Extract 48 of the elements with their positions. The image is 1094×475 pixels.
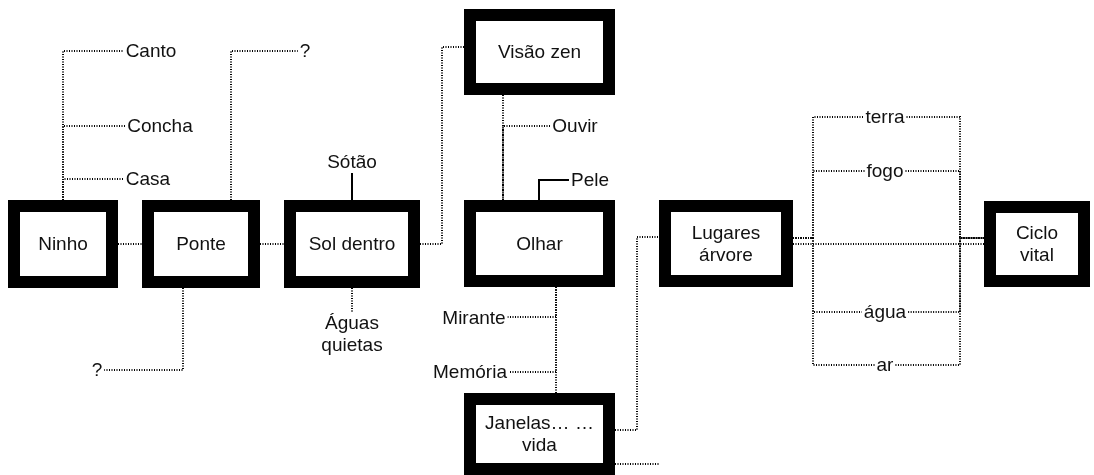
connector-line	[555, 286, 557, 394]
connector-line	[614, 236, 660, 431]
connector-line	[62, 178, 125, 201]
process-box	[142, 200, 260, 288]
node-label: Pele	[569, 169, 611, 191]
node-label: ?	[297, 40, 313, 62]
process-box	[984, 201, 1090, 287]
node-label: água	[861, 301, 909, 323]
connector-line	[117, 243, 143, 245]
process-box	[464, 200, 615, 287]
connector-line	[614, 463, 661, 465]
node-label: Concha	[125, 115, 195, 137]
box-label: Ninho	[37, 233, 89, 255]
node-label: Canto	[123, 40, 179, 62]
box-label: Sol dentro	[307, 233, 397, 255]
connector-line	[792, 243, 985, 245]
connector-line	[351, 287, 353, 313]
process-box	[464, 393, 615, 475]
box-label: Ciclo vital	[1014, 222, 1060, 266]
connector-line	[103, 287, 184, 371]
process-box	[659, 200, 793, 287]
process-box	[8, 200, 118, 288]
connector-line	[502, 94, 504, 201]
connector-line	[259, 243, 285, 245]
node-label: Sótão	[325, 151, 379, 173]
node-label: ar	[874, 354, 896, 376]
node-label: Casa	[123, 168, 173, 190]
box-label: Olhar	[515, 232, 564, 255]
connector-line	[792, 237, 876, 366]
box-label: Lugares árvore	[690, 221, 762, 266]
process-box	[284, 200, 420, 288]
node-label: fogo	[864, 160, 906, 182]
connector-line	[538, 179, 570, 201]
node-label: Memória	[431, 361, 509, 383]
node-label: Ouvir	[550, 115, 600, 137]
connector-line	[351, 172, 353, 201]
node-label: ?	[89, 359, 105, 381]
box-label: Ponte	[175, 233, 227, 255]
connector-line	[502, 125, 552, 201]
connector-line	[230, 50, 299, 201]
box-label: Janelas… … vida	[484, 412, 595, 456]
node-label: terra	[863, 106, 907, 128]
node-label: Mirante	[440, 307, 508, 329]
process-box	[464, 9, 615, 95]
connector-line	[907, 237, 985, 313]
connector-line	[419, 46, 465, 245]
node-label: Águas quietas	[305, 312, 399, 356]
box-label: Visão zen	[496, 41, 583, 63]
